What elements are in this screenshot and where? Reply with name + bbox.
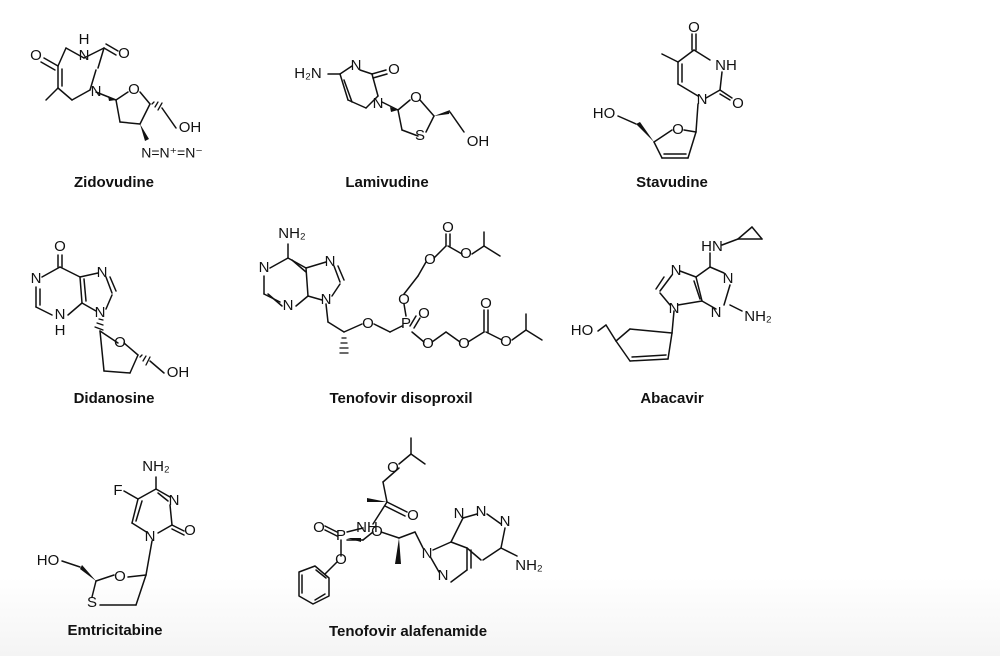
atom-n: N xyxy=(95,304,106,321)
atom-n: N xyxy=(55,306,66,323)
atom-o: O xyxy=(407,507,419,524)
atom-n: N xyxy=(373,95,384,112)
atom-n: N xyxy=(97,264,108,281)
panel-tenofovir-alafenamide: O O NH O P O O N N N N N NH₂ Tenofovir a… xyxy=(255,420,585,650)
caption-abacavir: Abacavir xyxy=(640,390,704,407)
atom-n: N xyxy=(325,253,336,270)
atom-n: N xyxy=(259,259,270,276)
atom-o: O xyxy=(54,238,66,255)
atom-o: O xyxy=(387,459,399,476)
atom-n: N xyxy=(476,503,487,520)
atom-o: O xyxy=(398,291,410,308)
atom-n: N xyxy=(671,262,682,279)
didanosine-structure: O N H N N N O OH xyxy=(31,238,190,381)
atom-o: O xyxy=(118,45,130,62)
atom-n: N xyxy=(454,505,465,522)
atom-o: O xyxy=(672,121,684,138)
caption-emtricitabine: Emtricitabine xyxy=(67,622,163,639)
atom-n: N xyxy=(669,300,680,317)
atom-o: O xyxy=(424,251,436,268)
atom-n: N xyxy=(422,545,433,562)
atom-s: S xyxy=(415,127,425,144)
panel-didanosine: O N H N N N O OH Didanosine xyxy=(0,215,250,415)
caption-lamivudine: Lamivudine xyxy=(345,174,429,191)
atom-o: O xyxy=(128,81,140,98)
atom-n: N xyxy=(438,567,449,584)
atom-o: O xyxy=(371,523,383,540)
atom-o: O xyxy=(460,245,472,262)
atom-n: N xyxy=(283,297,294,314)
atom-h: H xyxy=(55,322,66,339)
atom-nh2: NH₂ xyxy=(515,557,543,574)
caption-zidovudine: Zidovudine xyxy=(74,174,154,191)
atom-nh2: H₂N xyxy=(294,65,322,82)
panel-stavudine: O NH O N O HO Stavudine xyxy=(570,0,810,200)
atom-n: N xyxy=(697,91,708,108)
atom-o: O xyxy=(335,551,347,568)
panel-zidovudine: O N H O N O OH N=N⁺=N⁻ Zidovudine xyxy=(0,0,250,200)
atom-nh2: NH₂ xyxy=(142,458,170,475)
atom-hn: HN xyxy=(701,238,723,255)
atom-n: N xyxy=(711,304,722,321)
atom-nh2: NH₂ xyxy=(744,308,772,325)
caption-didanosine: Didanosine xyxy=(73,390,155,407)
atom-o: O xyxy=(410,89,422,106)
zidovudine-structure: O N H O N O OH N=N⁺=N⁻ xyxy=(30,31,203,161)
atom-h: H xyxy=(79,31,90,48)
atom-nh: N xyxy=(79,47,90,64)
atom-ho: HO xyxy=(571,322,594,339)
atom-nh: NH xyxy=(356,519,378,536)
caption-tenofovir-disoproxil: Tenofovir disoproxil xyxy=(329,390,473,407)
atom-n: N xyxy=(321,291,332,308)
emtricitabine-structure: NH₂ F N N O O S HO xyxy=(37,458,196,611)
atom-o: O xyxy=(732,95,744,112)
atom-o: O xyxy=(422,335,434,352)
panel-emtricitabine: NH₂ F N N O O S HO Emtricitabine xyxy=(0,445,250,645)
atom-o: O xyxy=(114,334,126,351)
atom-n: N xyxy=(31,270,42,287)
atom-oh: OH xyxy=(179,119,202,136)
caption-stavudine: Stavudine xyxy=(636,174,708,191)
atom-oh: OH xyxy=(167,364,190,381)
atom-oh: OH xyxy=(467,133,490,150)
atom-n: N xyxy=(351,57,362,74)
panel-lamivudine: H₂N N O N O S OH Lamivudine xyxy=(270,0,530,200)
tenofovir-alafenamide-structure: O O NH O P O O N N N N N NH₂ xyxy=(298,437,543,605)
lamivudine-structure: H₂N N O N O S OH xyxy=(294,57,490,150)
atom-n: N xyxy=(500,513,511,530)
atom-f: F xyxy=(113,482,122,499)
atom-p: P xyxy=(401,315,411,332)
atom-p: P xyxy=(336,527,346,544)
atom-n: N xyxy=(723,270,734,287)
atom-o: O xyxy=(442,219,454,236)
atom-o: O xyxy=(458,335,470,352)
panel-abacavir: HN N N NH₂ N N HO Abacavir xyxy=(560,205,820,415)
atom-o: O xyxy=(362,315,374,332)
panel-tenofovir-disoproxil: NH₂ N N N N O P O O O O O O O O O Tenofo… xyxy=(240,210,570,415)
abacavir-structure: HN N N NH₂ N N HO xyxy=(571,226,772,362)
atom-o: O xyxy=(480,295,492,312)
atom-nh: NH xyxy=(715,57,737,74)
atom-o: O xyxy=(313,519,325,536)
caption-tenofovir-alafenamide: Tenofovir alafenamide xyxy=(328,623,488,640)
atom-o: O xyxy=(30,47,42,64)
atom-n: N xyxy=(169,492,180,509)
azide-group: N=N⁺=N⁻ xyxy=(141,145,202,161)
atom-s: S xyxy=(87,594,97,611)
atom-o: O xyxy=(418,305,430,322)
atom-n: N xyxy=(145,528,156,545)
atom-o: O xyxy=(500,333,512,350)
atom-n: N xyxy=(91,83,102,100)
atom-o: O xyxy=(184,522,196,539)
atom-ho: HO xyxy=(593,105,616,122)
tenofovir-disoproxil-structure: NH₂ N N N N O P O O O O O O O O O xyxy=(259,219,543,354)
stavudine-structure: O NH O N O HO xyxy=(593,19,744,159)
atom-o: O xyxy=(688,19,700,36)
atom-o: O xyxy=(114,568,126,585)
atom-nh2: NH₂ xyxy=(278,225,306,242)
atom-o: O xyxy=(388,61,400,78)
atom-ho: HO xyxy=(37,552,60,569)
